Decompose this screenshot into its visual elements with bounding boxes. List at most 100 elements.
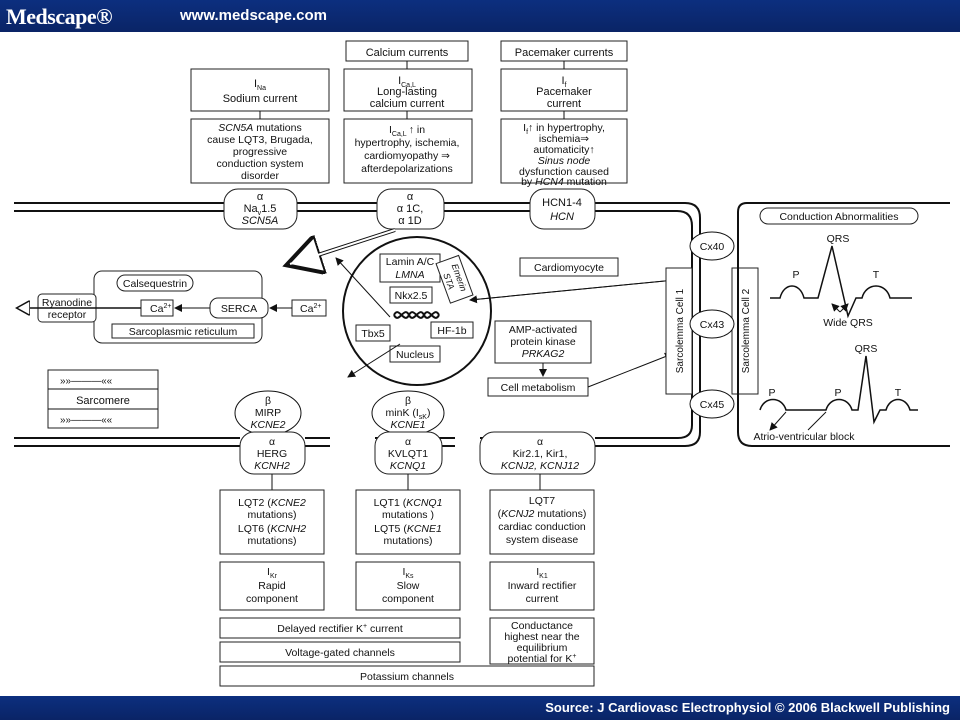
svg-text:cardiomyopathy ⇒: cardiomyopathy ⇒ [364,150,450,162]
long-lasting-calcium-box: ICa,L Long-lasting calcium current [343,68,473,112]
svg-text:If↑ in hypertrophy,: If↑ in hypertrophy, [523,122,605,136]
svg-text:LQT6 (KCNH2: LQT6 (KCNH2 [238,523,306,535]
svg-text:α: α [537,436,543,448]
svg-text:Ca2+: Ca2+ [150,303,171,315]
svg-text:Voltage-gated channels: Voltage-gated channels [285,647,395,659]
svg-text:MIRP: MIRP [255,407,281,419]
svg-text:ICa,L↑ in: ICa,L↑ in [389,124,425,138]
svg-text:P: P [834,387,841,399]
svg-text:mutations): mutations) [247,535,296,547]
svg-text:IKr: IKr [267,566,278,580]
svg-text:Cx45: Cx45 [700,399,725,411]
svg-text:P: P [792,269,799,281]
svg-text:INa: INa [254,78,266,92]
svg-text:Kir2.1, Kir1,: Kir2.1, Kir1, [513,448,568,460]
sodium-current-box: INa Sodium current [190,68,330,112]
medscape-logo: Medscape® [6,4,113,29]
svg-text:KCNQ1: KCNQ1 [390,460,426,472]
svg-text:P: P [768,387,775,399]
svg-text:HERG: HERG [257,448,287,460]
svg-text:potential for K+: potential for K+ [508,653,577,665]
svg-text:by HCN4 mutation: by HCN4 mutation [521,176,607,188]
conductance-box: Conductance highest near the equilibrium… [489,617,595,665]
svg-text:ICa,L: ICa,L [398,75,416,89]
site-url: www.medscape.com [180,7,327,24]
svg-text:system disease: system disease [506,534,579,546]
lqt1-lqt5-box: LQT1 (KCNQ1 mutations ) LQT5 (KCNE1 muta… [355,489,461,555]
pacemaker-currents-header: Pacemaker currents [500,40,628,62]
svg-text:α 1D: α 1D [398,215,422,227]
delayed-rectifier-box: Delayed rectifier K+ current [219,617,461,639]
cell-metabolism-box: Cell metabolism [487,377,589,397]
svg-text:automaticity↑: automaticity↑ [533,144,594,156]
source-credit: Source: J Cardiovasc Electrophysiol © 20… [545,700,950,715]
svg-text:component: component [246,593,298,605]
svg-text:Potassium channels: Potassium channels [360,671,454,683]
svg-text:PRKAG2: PRKAG2 [522,348,565,360]
herg-channel: α HERG KCNH2 [239,431,306,475]
svg-text:Atrio-ventricular block: Atrio-ventricular block [754,431,856,443]
svg-text:Ryanodine: Ryanodine [42,297,92,309]
nav15-channel: α Nav1.5 SCN5A [223,188,298,230]
ik1-box: IK1 Inward rectifier current [489,561,595,611]
svg-text:QRS: QRS [827,233,850,245]
svg-text:QRS: QRS [855,343,878,355]
cardiac-ion-channel-diagram: Calcium currents Pacemaker currents INa … [14,40,950,687]
svg-text:highest near the: highest near the [504,631,579,643]
svg-text:Lamin A/C: Lamin A/C [386,256,435,268]
mirp-subunit: β MIRP KCNE2 [234,390,302,436]
svg-text:α: α [269,436,275,448]
svg-text:Sodium current: Sodium current [223,93,298,105]
calcium-currents-header: Calcium currents [345,40,469,62]
sarcolemma-cell-2: Sarcolemma Cell 2 [731,267,759,395]
svg-text:LQT2 (KCNE2: LQT2 (KCNE2 [238,497,306,509]
svg-text:current: current [547,98,581,110]
svg-text:Cardiomyocyte: Cardiomyocyte [534,262,604,274]
svg-text:Inward rectifier: Inward rectifier [508,580,577,592]
svg-text:HCN: HCN [550,211,574,223]
top-banner: Medscape® www.medscape.com [0,0,960,32]
svg-text:Nucleus: Nucleus [396,349,434,361]
cardiomyocyte-label: Cardiomyocyte [519,257,619,277]
svg-text:Pacemaker currents: Pacemaker currents [515,47,614,59]
svg-text:α: α [407,191,414,203]
svg-text:Cell metabolism: Cell metabolism [501,382,576,394]
svg-text:Sarcomere: Sarcomere [76,395,130,407]
svg-text:β: β [405,395,411,407]
svg-text:α: α [257,191,264,203]
svg-text:mutations): mutations) [247,509,296,521]
svg-text:Sarcoplasmic reticulum: Sarcoplasmic reticulum [129,326,238,338]
svg-text:Calsequestrin: Calsequestrin [123,278,187,290]
kvlqt1-channel: α KVLQT1 KCNQ1 [374,431,443,475]
svg-text:KCNE2: KCNE2 [250,419,285,431]
svg-text:LMNA: LMNA [395,269,424,281]
svg-text:(KCNJ2 mutations): (KCNJ2 mutations) [498,508,587,520]
ical-hypertrophy-box: ICa,L↑ in hypertrophy, ischemia, cardiom… [343,118,473,184]
svg-text:Conduction Abnormalities: Conduction Abnormalities [779,211,898,223]
svg-text:T: T [873,269,880,281]
calcium-channel-alpha1c: α α 1C, α 1D [376,188,445,230]
svg-text:afterdepolarizations: afterdepolarizations [361,163,453,175]
svg-text:Ca2+: Ca2+ [300,303,321,315]
svg-text:Calcium currents: Calcium currents [366,47,449,59]
svg-text:calcium current: calcium current [370,98,445,110]
mink-subunit: β minK (IsK) KCNE1 [371,390,445,436]
ikr-box: IKr Rapid component [219,561,325,611]
svg-text:receptor: receptor [48,309,87,321]
cx43-connexin: Cx43 [689,309,735,339]
svg-text:mutations ): mutations ) [382,509,434,521]
svg-text:Long-lasting: Long-lasting [377,86,437,98]
svg-text:Sarcolemma Cell 2: Sarcolemma Cell 2 [741,288,752,373]
hcn-channel: HCN1-4 HCN [529,188,596,230]
voltage-gated-box: Voltage-gated channels [219,641,461,663]
svg-text:minK (IsK): minK (IsK) [386,407,431,421]
lqt2-lqt6-box: LQT2 (KCNE2 mutations) LQT6 (KCNH2 mutat… [219,489,325,555]
svg-text:HCN1-4: HCN1-4 [542,197,582,209]
svg-text:IKs: IKs [402,566,414,580]
lqt7-box: LQT7 (KCNJ2 mutations) cardiac conductio… [489,489,595,555]
svg-text:LQT1 (KCNQ1: LQT1 (KCNQ1 [374,497,443,509]
svg-text:Sinus node: Sinus node [538,155,591,167]
svg-text:mutations): mutations) [383,535,432,547]
iks-box: IKs Slow component [355,561,461,611]
svg-text:T: T [895,387,902,399]
